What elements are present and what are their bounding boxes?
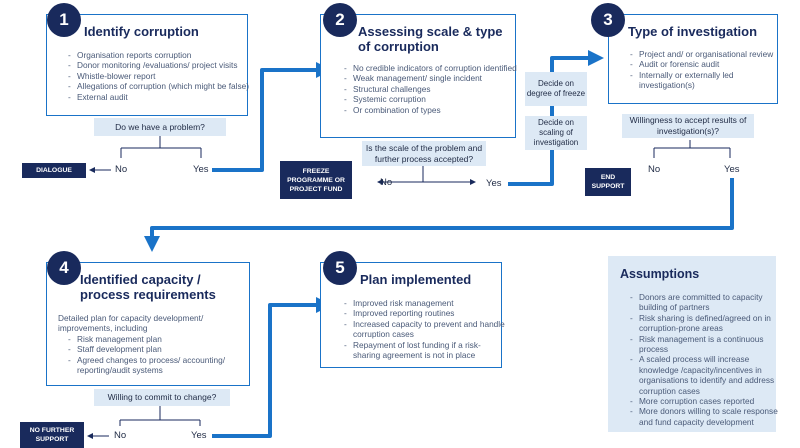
list-item: Donors are committed to capacity buildin… bbox=[630, 292, 779, 313]
list-item: Increased capacity to prevent and handle… bbox=[344, 319, 505, 340]
step-4-title: Identified capacity / process requiremen… bbox=[80, 272, 216, 302]
list-item: Or combination of types bbox=[344, 105, 523, 116]
step-1-list: Organisation reports corruption Donor mo… bbox=[68, 50, 253, 102]
decide-freeze-box: Decide on degree of freeze bbox=[525, 72, 587, 106]
outcome-dialogue: DIALOGUE bbox=[22, 163, 86, 178]
outcome-freeze: FREEZE PROGRAMME OR PROJECT FUND bbox=[280, 161, 352, 199]
yes-label: Yes bbox=[724, 164, 740, 175]
assumptions-list: Donors are committed to capacity buildin… bbox=[630, 292, 779, 427]
list-item: Improved reporting routines bbox=[344, 308, 505, 319]
question-3: Willingness to accept results of investi… bbox=[622, 114, 754, 138]
list-item: Whistle-blower report bbox=[68, 71, 253, 82]
outcome-end-support: END SUPPORT bbox=[585, 168, 631, 196]
question-1: Do we have a problem? bbox=[94, 118, 226, 136]
list-item: Structural challenges bbox=[344, 84, 523, 95]
step-1-title: Identify corruption bbox=[84, 24, 199, 39]
yes-label: Yes bbox=[486, 178, 502, 189]
no-label: No bbox=[648, 164, 661, 175]
list-item: Staff development plan bbox=[68, 344, 251, 355]
yes-label: Yes bbox=[193, 164, 209, 175]
step-3-title: Type of investigation bbox=[628, 24, 758, 39]
list-item: Organisation reports corruption bbox=[68, 50, 253, 61]
yes-label: Yes bbox=[191, 430, 207, 441]
list-item: Project and/ or organisational review bbox=[630, 49, 783, 60]
list-item: Risk management is a continuous process bbox=[630, 334, 779, 355]
step-1-number: 1 bbox=[47, 3, 81, 37]
question-2: Is the scale of the problem and further … bbox=[362, 141, 486, 166]
step-2-number: 2 bbox=[323, 3, 357, 37]
list-item: A scaled process will increase knowledge… bbox=[630, 354, 779, 396]
assumptions-title: Assumptions bbox=[620, 267, 700, 281]
list-item: External audit bbox=[68, 92, 253, 103]
no-label: No bbox=[114, 430, 127, 441]
list-item: Audit or forensic audit bbox=[630, 59, 783, 70]
step-2-list: No credible indicators of corruption ide… bbox=[344, 63, 523, 115]
step-4-list: Risk management plan Staff development p… bbox=[68, 334, 251, 376]
step-5-number: 5 bbox=[323, 251, 357, 285]
list-item: Donor monitoring /evaluations/ project v… bbox=[68, 60, 253, 71]
no-label: No bbox=[115, 164, 128, 175]
list-item: Weak management/ single incident bbox=[344, 73, 523, 84]
list-item: No credible indicators of corruption ide… bbox=[344, 63, 523, 74]
list-item: Risk sharing is defined/agreed on in cor… bbox=[630, 313, 779, 334]
list-item: Internally or externally led investigati… bbox=[630, 70, 783, 91]
step-5-title: Plan implemented bbox=[360, 272, 472, 287]
list-item: Agreed changes to process/ accounting/ r… bbox=[68, 355, 251, 376]
no-label: No bbox=[380, 177, 393, 188]
step-3-number: 3 bbox=[591, 3, 625, 37]
step-5-list: Improved risk management Improved report… bbox=[344, 298, 505, 360]
list-item: Repayment of lost funding if a risk-shar… bbox=[344, 340, 505, 361]
list-item: More donors willing to scale response an… bbox=[630, 406, 779, 427]
step-4-number: 4 bbox=[47, 251, 81, 285]
list-item: Risk management plan bbox=[68, 334, 251, 345]
step-3-list: Project and/ or organisational review Au… bbox=[630, 49, 783, 91]
outcome-no-further-support: NO FURTHER SUPPORT bbox=[20, 422, 84, 448]
assumptions-panel: Assumptions Donors are committed to capa… bbox=[608, 256, 779, 432]
list-item: Allegations of corruption (which might b… bbox=[68, 81, 253, 92]
list-item: More corruption cases reported bbox=[630, 396, 779, 407]
list-item: Systemic corruption bbox=[344, 94, 523, 105]
step-4-intro: Detailed plan for capacity development/ … bbox=[58, 313, 204, 334]
question-4: Willing to commit to change? bbox=[94, 389, 230, 406]
step-2-title: Assessing scale & type of corruption bbox=[358, 24, 503, 54]
decide-scaling-box: Decide on scaling of investigation bbox=[525, 116, 587, 150]
list-item: Improved risk management bbox=[344, 298, 505, 309]
